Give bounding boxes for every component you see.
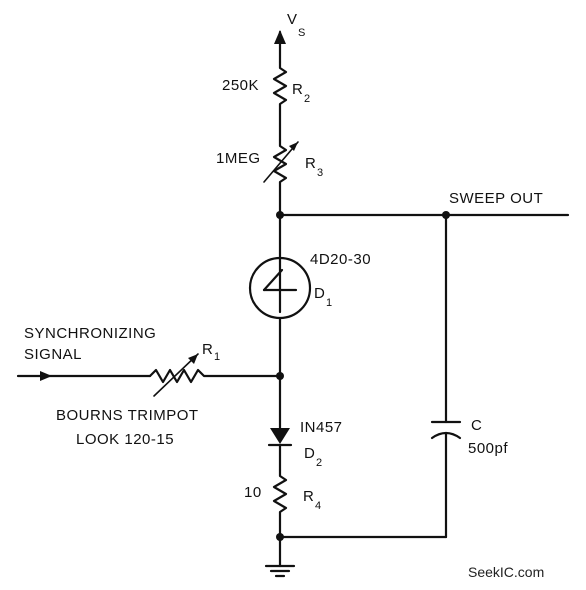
sweep-out-label: SWEEP OUT <box>449 190 543 207</box>
d1-part: 4D20-30 <box>310 251 371 268</box>
supply-sub: S <box>298 27 305 39</box>
input-arrow-icon <box>40 371 52 381</box>
diode-d1 <box>248 213 312 378</box>
c-name: C <box>471 417 482 434</box>
r2-sub: 2 <box>304 93 310 105</box>
resistor-r4 <box>272 468 288 539</box>
d1-sub: 1 <box>326 297 332 309</box>
r4-value: 10 <box>244 484 262 501</box>
d2-name: D <box>304 445 315 462</box>
d2-part: IN457 <box>300 419 343 436</box>
r1-name: R <box>202 341 213 358</box>
r1-note-line2: LOOK 120-15 <box>76 431 174 448</box>
r4-name: R <box>303 488 314 505</box>
input-label-line2: SIGNAL <box>24 346 82 363</box>
d2-sub: 2 <box>316 457 322 469</box>
supply-arrow-icon <box>274 30 286 44</box>
supply-label: V <box>287 11 298 28</box>
watermark: SeekIC.com <box>468 564 544 580</box>
r1-sub: 1 <box>214 351 220 363</box>
input-label-line1: SYNCHRONIZING <box>24 325 156 342</box>
r3-name: R <box>305 155 316 172</box>
r3-value: 1MEG <box>216 150 261 167</box>
variable-resistor-r3 <box>263 138 299 217</box>
sweep-out-line <box>276 211 570 219</box>
r2-name: R <box>292 81 303 98</box>
sync-input-line <box>16 353 284 397</box>
r1-note-line1: BOURNS TRIMPOT <box>56 407 199 424</box>
r4-sub: 4 <box>315 500 321 512</box>
ground-return <box>276 533 448 568</box>
supply-terminal <box>274 30 286 64</box>
resistor-r2 <box>272 60 288 142</box>
diode-d2 <box>267 374 293 472</box>
r2-value: 250K <box>222 77 259 94</box>
capacitor-c <box>430 213 462 539</box>
ground-icon <box>264 564 296 578</box>
c-value: 500pf <box>468 440 508 457</box>
diode-triangle-icon <box>270 428 290 444</box>
trimpot-arrow-icon <box>188 354 198 364</box>
d1-name: D <box>314 285 325 302</box>
r3-sub: 3 <box>317 167 323 179</box>
variable-arrow-icon <box>289 142 298 151</box>
